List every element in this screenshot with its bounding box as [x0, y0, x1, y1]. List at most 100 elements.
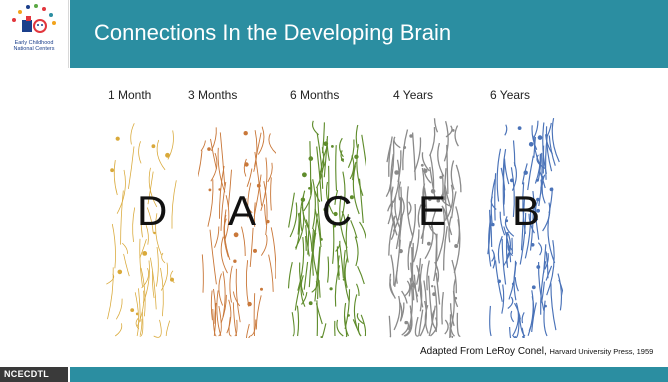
- neuron-fiber: [356, 144, 364, 196]
- neuron-cell: [427, 241, 431, 246]
- neuron-fiber: [540, 179, 543, 195]
- neuron-fiber: [309, 141, 312, 195]
- neuron-fiber: [428, 305, 436, 337]
- neuron-fiber: [413, 274, 419, 303]
- neuron-fiber: [289, 202, 298, 238]
- neuron-fiber: [260, 157, 268, 211]
- neuron-fiber: [399, 197, 405, 221]
- neuron-fiber: [165, 320, 171, 337]
- neuron-cell: [153, 231, 156, 235]
- neuron-cell: [341, 158, 344, 162]
- neuron-fiber: [303, 179, 313, 212]
- logo-text-line-1: Early Childhood: [14, 40, 54, 46]
- neuron-fiber: [115, 298, 123, 320]
- neuron-fiber: [339, 137, 344, 158]
- neuron-cell: [347, 314, 350, 317]
- footer-bar: [70, 367, 668, 382]
- neuron-cell: [454, 296, 458, 300]
- neuron-fiber: [451, 259, 457, 294]
- neuron-fiber: [222, 271, 226, 318]
- neuron-fiber: [327, 165, 330, 213]
- neuron-fiber: [138, 141, 142, 164]
- neuron-fiber: [520, 197, 526, 251]
- neuron-fiber: [547, 213, 556, 264]
- neuron-fiber: [445, 184, 454, 220]
- neuron-fiber: [533, 135, 541, 165]
- neuron-cell: [403, 146, 407, 149]
- neuron-fiber: [334, 190, 339, 205]
- neuron-fiber: [537, 242, 543, 256]
- neuron-fiber: [170, 270, 175, 284]
- neuron-fiber: [250, 319, 257, 337]
- neuron-fiber: [545, 265, 553, 281]
- neuron-fiber: [234, 319, 238, 337]
- neuron-cell: [354, 154, 359, 159]
- neuron-fiber: [419, 263, 424, 308]
- neuron-fiber: [161, 252, 166, 264]
- neuron-fiber: [198, 150, 203, 178]
- neuron-fiber: [345, 214, 349, 263]
- neuron-fiber: [441, 205, 447, 221]
- neuron-fiber: [339, 195, 348, 249]
- neuron-panel: [288, 118, 366, 338]
- neuron-fiber: [270, 177, 272, 211]
- neuron-cell: [208, 188, 212, 192]
- neuron-illustration: [288, 120, 366, 338]
- neuron-fiber: [316, 146, 323, 202]
- neuron-fiber: [305, 225, 310, 257]
- neuron-fiber: [393, 295, 401, 331]
- neuron-fiber: [335, 145, 338, 191]
- neuron-fiber: [509, 326, 516, 338]
- neuron-cell: [333, 211, 338, 217]
- neuron-fiber: [312, 179, 316, 230]
- neuron-fiber: [311, 120, 319, 136]
- neuron-cell: [332, 224, 337, 228]
- neuron-fiber: [332, 220, 335, 264]
- neuron-fiber: [429, 127, 436, 157]
- panel-letter: A: [228, 187, 257, 234]
- neuron-fiber: [421, 152, 430, 172]
- neuron-fiber: [217, 147, 226, 193]
- neuron-fiber: [327, 256, 330, 283]
- neuron-fiber: [494, 173, 497, 221]
- neuron-fiber: [316, 133, 324, 189]
- neuron-fiber: [511, 162, 517, 191]
- panel-letter: E: [418, 187, 447, 234]
- footer-brand-box: NCECDTL: [0, 367, 68, 382]
- neuron-fiber: [254, 151, 263, 206]
- neuron-fiber: [491, 249, 495, 262]
- neuron-fiber: [146, 207, 154, 233]
- neuron-fiber: [150, 257, 157, 310]
- neuron-fiber: [501, 284, 505, 314]
- neuron-fiber: [496, 148, 502, 202]
- neuron-fiber: [216, 290, 222, 337]
- neuron-fiber: [288, 192, 295, 228]
- neuron-fiber: [427, 275, 433, 324]
- neuron-fiber: [544, 253, 549, 270]
- neuron-fiber: [406, 186, 414, 237]
- neuron-fiber: [444, 189, 453, 236]
- neuron-cell: [536, 265, 541, 269]
- neuron-fiber: [501, 238, 507, 285]
- neuron-cell: [424, 196, 429, 200]
- neuron-cell: [432, 292, 436, 297]
- neuron-fiber: [411, 132, 417, 181]
- neuron-cell: [411, 282, 416, 288]
- neuron-fiber: [336, 319, 344, 337]
- slide-header: Early Childhood National Centers Connect…: [0, 0, 668, 68]
- neuron-fiber: [308, 232, 317, 288]
- neuron-cell: [342, 278, 346, 281]
- neuron-cell: [528, 142, 534, 147]
- neuron-fiber: [433, 118, 439, 133]
- neuron-fiber: [512, 302, 520, 337]
- neuron-fiber: [301, 292, 308, 305]
- neuron-fiber: [407, 241, 412, 271]
- neuron-fiber: [388, 136, 393, 177]
- neuron-fiber: [107, 267, 114, 320]
- neuron-cell: [491, 222, 495, 227]
- neuron-fiber: [514, 277, 519, 292]
- neuron-fiber: [389, 279, 395, 297]
- neuron-fiber: [450, 191, 457, 219]
- neuron-fiber: [339, 171, 346, 227]
- title-bar: Connections In the Developing Brain: [70, 0, 668, 68]
